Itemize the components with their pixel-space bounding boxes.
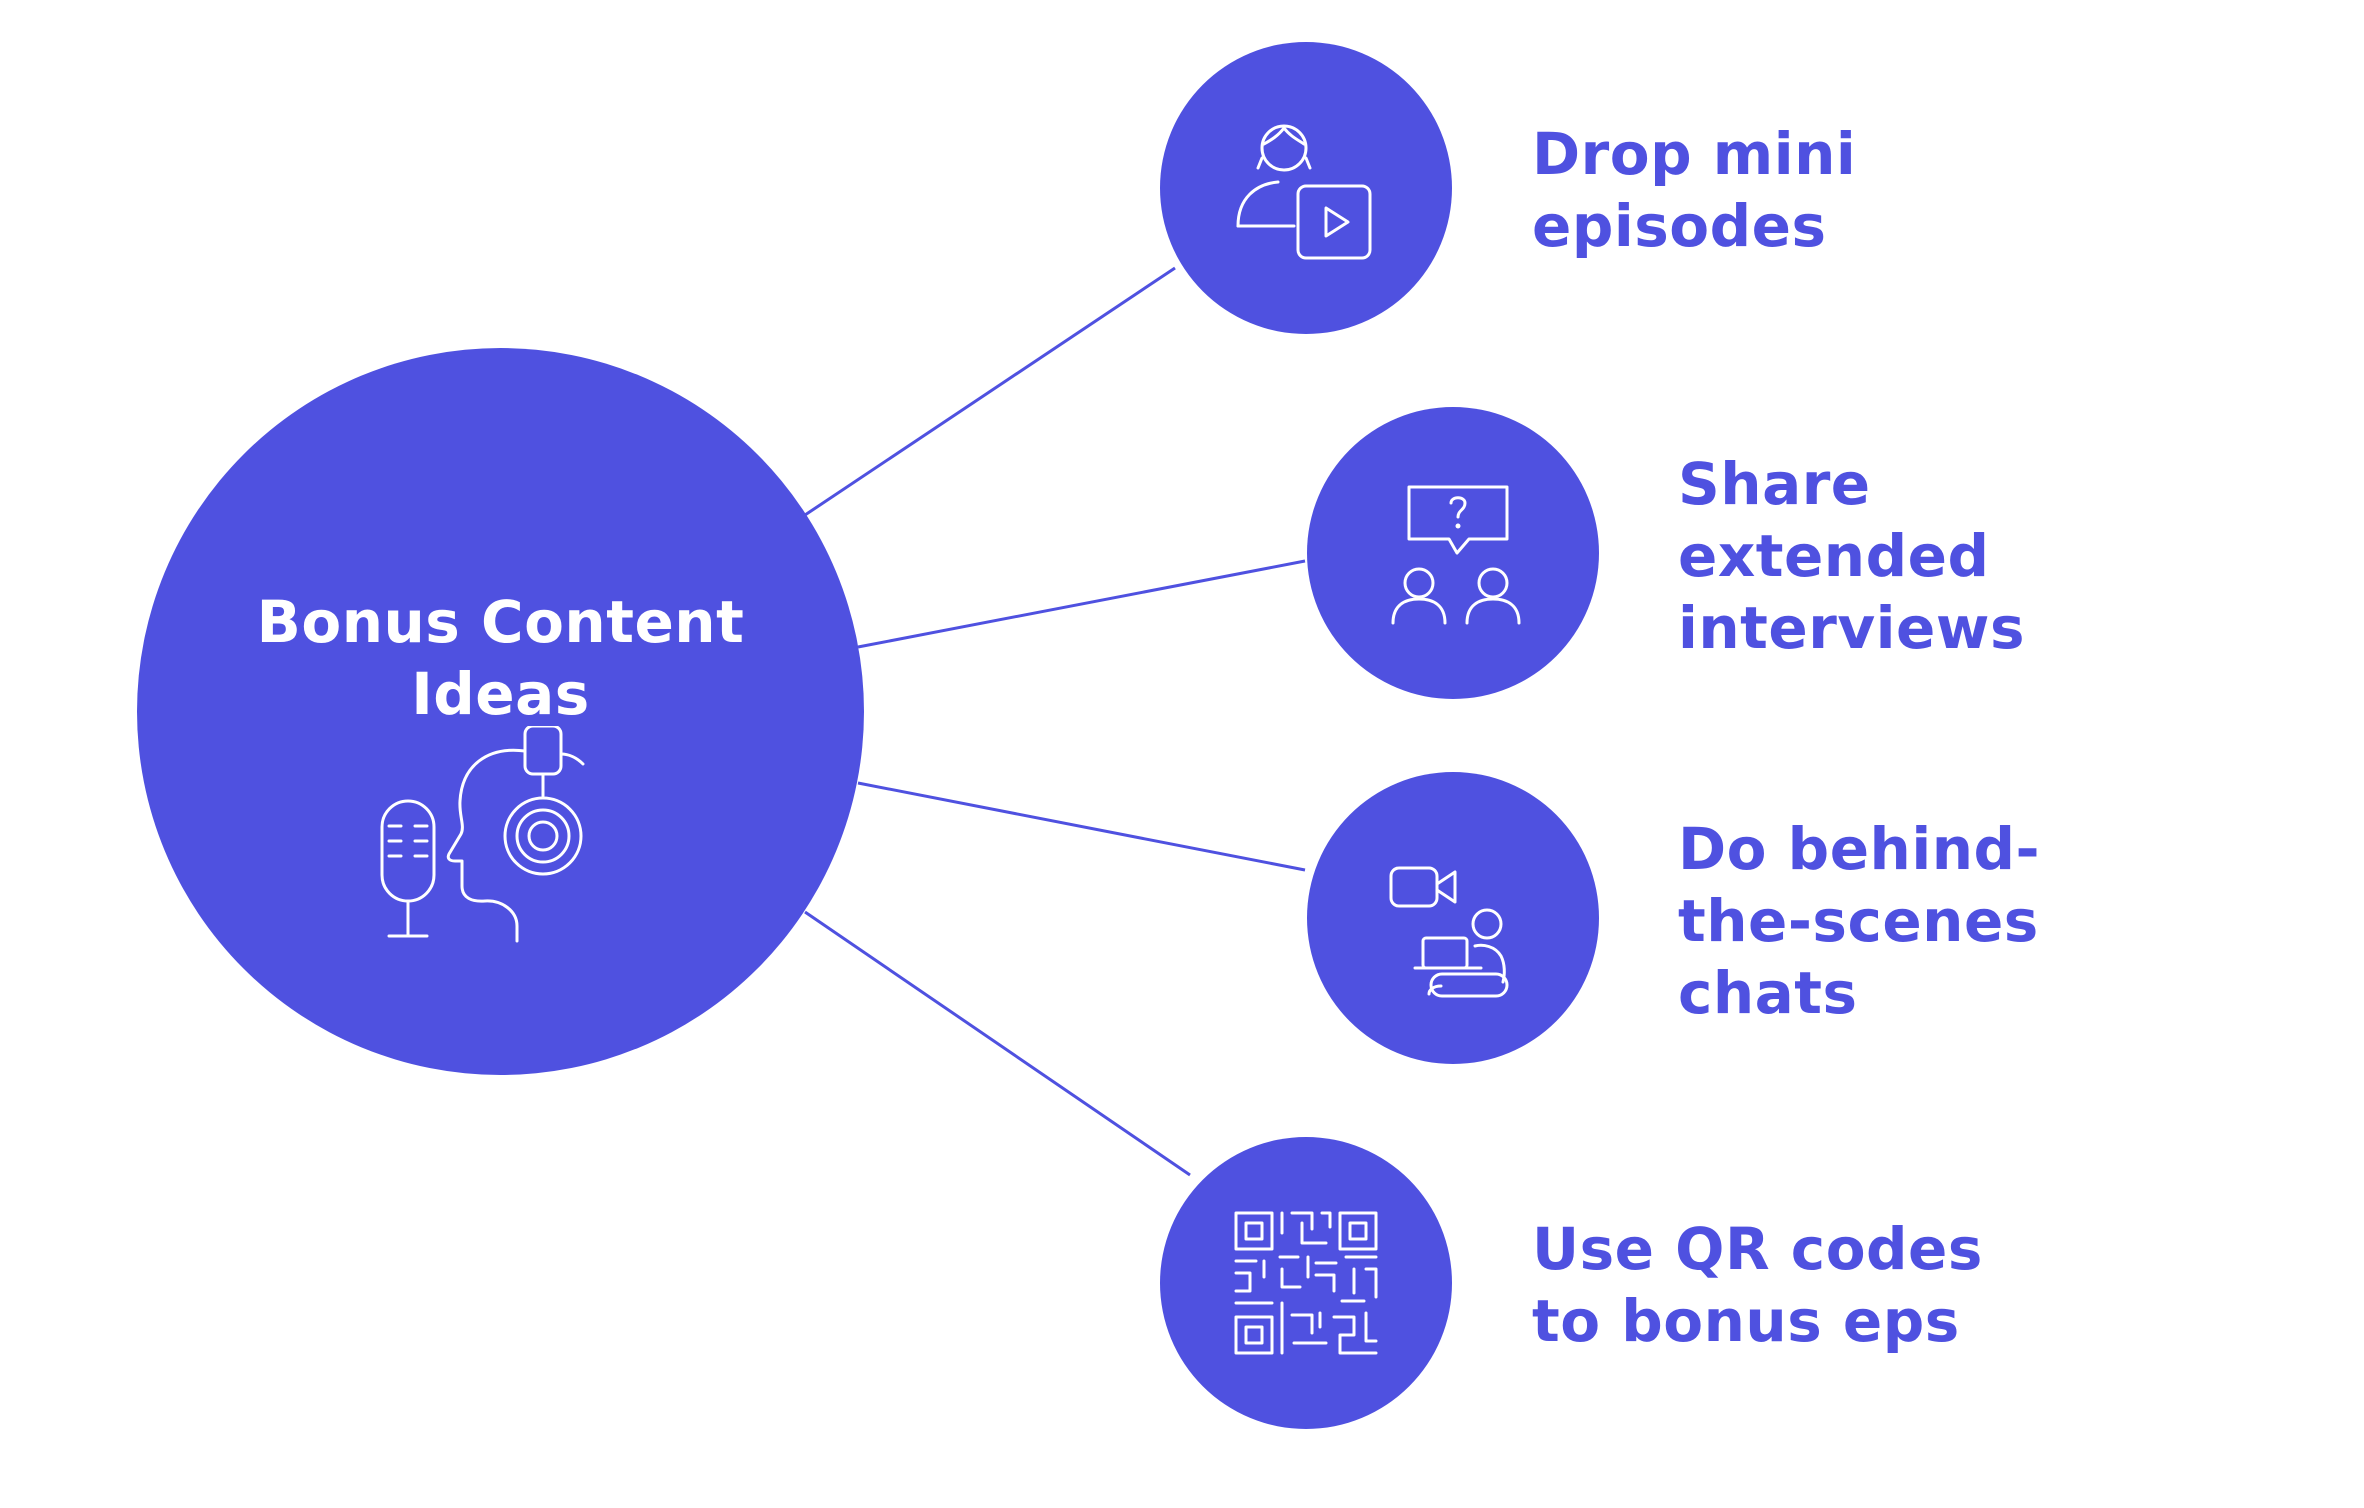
podcast-mic-headphones-icon xyxy=(380,726,585,943)
idea-node-behind-the-scenes xyxy=(1307,772,1599,1064)
idea-node-mini-episodes xyxy=(1160,42,1452,334)
idea-label-mini-episodes: Drop mini episodes xyxy=(1532,120,1857,260)
idea-label-qr-codes: Use QR codes to bonus eps xyxy=(1532,1215,1983,1355)
connector-line xyxy=(804,266,1176,517)
video-call-laptop-icon xyxy=(1389,866,1509,998)
connector-line xyxy=(804,910,1191,1177)
idea-label-extended-interviews: Share extended interviews xyxy=(1678,450,2025,662)
idea-label-behind-the-scenes: Do behind- the-scenes chats xyxy=(1678,815,2041,1027)
interview-question-icon xyxy=(1391,485,1521,625)
connector-line xyxy=(857,559,1306,649)
person-video-play-icon xyxy=(1236,124,1372,260)
idea-node-qr-codes xyxy=(1160,1137,1452,1429)
connector-line xyxy=(857,781,1306,872)
idea-node-extended-interviews xyxy=(1307,407,1599,699)
qr-code-icon xyxy=(1234,1211,1378,1355)
hub-circle: Bonus Content Ideas xyxy=(137,348,864,1075)
hub-title: Bonus Content Ideas xyxy=(256,588,745,728)
